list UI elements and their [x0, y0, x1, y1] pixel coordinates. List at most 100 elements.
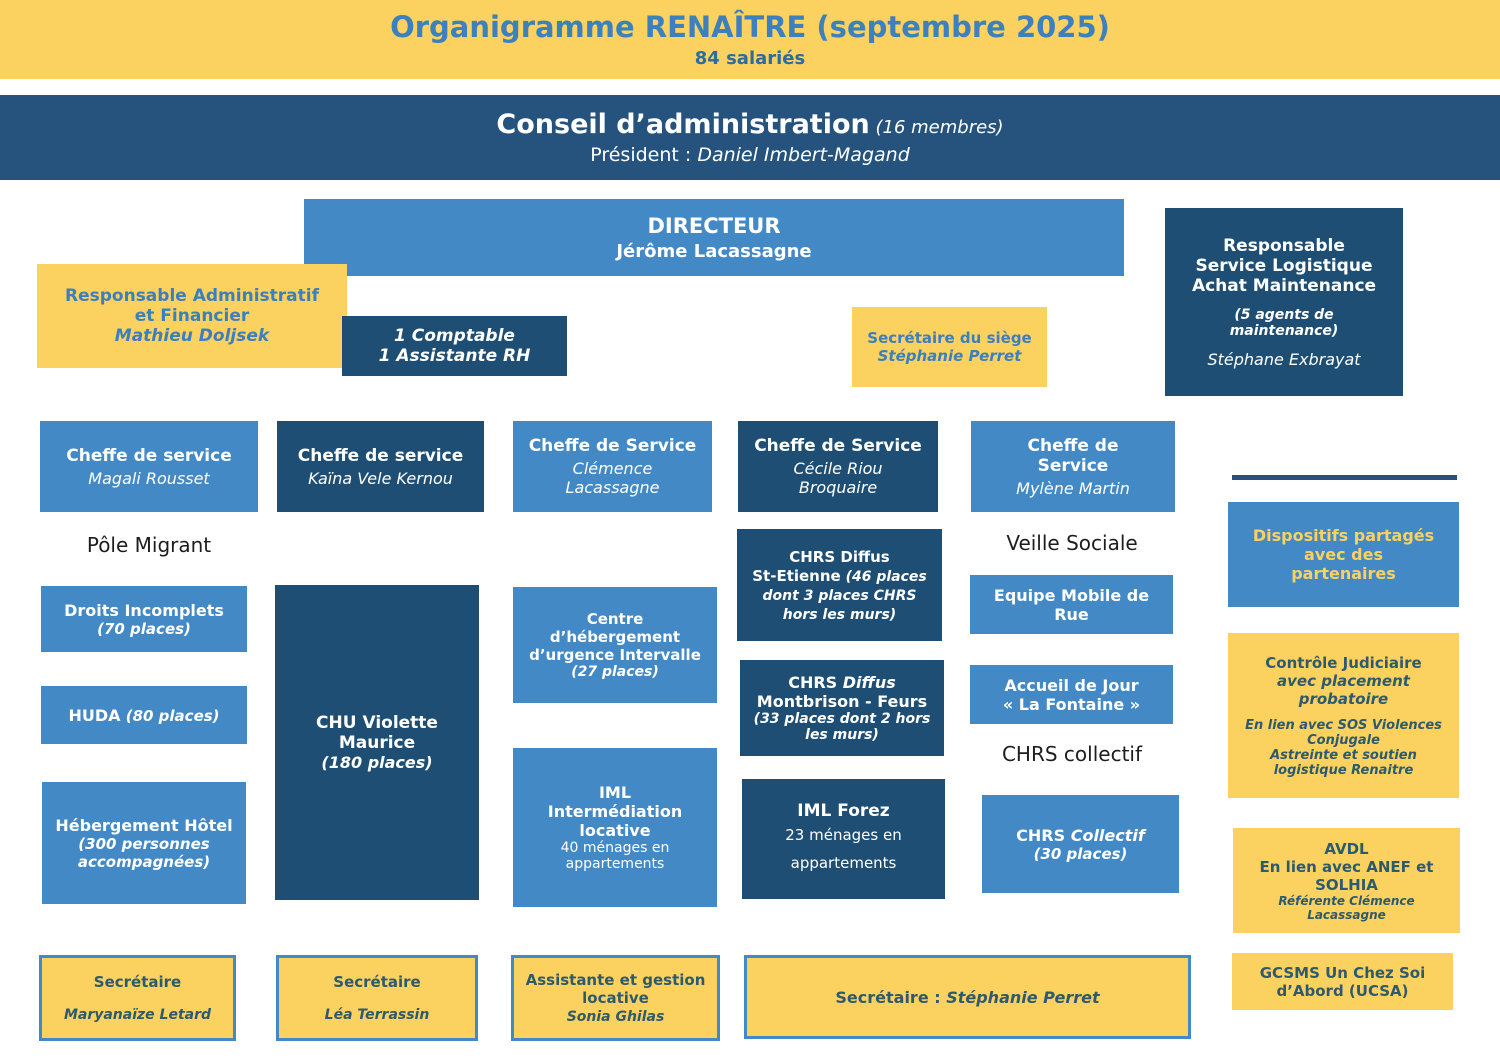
equipe-mobile-text: Equipe Mobile de Rue — [993, 585, 1150, 624]
assistant-role: Assistante et gestion locative — [525, 971, 706, 1007]
box-chrs-collectif: CHRS Collectif (30 places) — [982, 795, 1179, 893]
secretary-name: Léa Terrassin — [324, 1007, 430, 1023]
gcsms-title: GCSMS Un Chez Soi d’Abord (UCSA) — [1259, 963, 1426, 1000]
box-secretary-2: Secrétaire Léa Terrassin — [276, 955, 478, 1041]
admin-finance-name: Mathieu Doljsek — [114, 326, 270, 346]
box-hebergement-hotel: Hébergement Hôtel (300 personnes accompa… — [42, 782, 246, 904]
secretary-wide-label: Secrétaire : — [835, 987, 947, 1007]
box-secretary-wide: Secrétaire : Stéphanie Perret — [744, 955, 1191, 1039]
iml-intermediation-title: IML Intermédiation locative — [547, 783, 683, 840]
box-chrs-st-etienne: CHRS Diffus St-Etienne (46 places dont 3… — [737, 529, 942, 641]
logistics-name: Stéphane Exbrayat — [1207, 349, 1361, 369]
droits-detail: (70 places) — [97, 619, 191, 638]
chief-name: Clémence Lacassagne — [565, 459, 660, 497]
chief-role: Cheffe de service — [297, 445, 464, 466]
chief-role: Cheffe de Service — [528, 436, 697, 456]
hotel-title: Hébergement Hôtel — [55, 815, 233, 835]
page-title: Organigramme RENAÎTRE (septembre 2025) — [390, 10, 1110, 44]
box-secretary-1: Secrétaire Maryanaïze Letard — [39, 955, 236, 1041]
secretary-role: Secrétaire — [93, 973, 182, 991]
avdl-referent: Référente Clémence Lacassagne — [1278, 893, 1415, 922]
chu-title: CHU Violette Maurice — [316, 713, 438, 753]
chief-role: Cheffe de service — [66, 445, 232, 466]
box-huda: HUDA (80 places) — [41, 686, 247, 744]
box-droits-incomplets: Droits Incomplets (70 places) — [41, 586, 247, 652]
secretary-wide-name: Stéphanie Perret — [946, 987, 1100, 1007]
header-band: Organigramme RENAÎTRE (septembre 2025) 8… — [0, 0, 1500, 79]
chrs-collectif-detail: (30 places) — [1033, 844, 1128, 863]
chief-name: Mylène Martin — [1016, 478, 1130, 498]
chief-name: Kaïna Vele Kernou — [308, 468, 453, 488]
iml-forez-title: IML Forez — [797, 800, 890, 821]
logistics-team: (5 agents de maintenance) — [1229, 306, 1339, 339]
chu-detail: (180 places) — [321, 753, 433, 772]
chrs-montbrison-prefix: CHRS — [788, 673, 843, 692]
box-iml-intermediation: IML Intermédiation locative 40 ménages e… — [513, 748, 717, 907]
chrs-montbrison-title: Montbrison - Feurs — [756, 692, 928, 711]
box-chief-chrs: Cheffe de Service Cécile Riou Broquaire — [738, 421, 938, 512]
box-hr-accounting: 1 Comptable 1 Assistante RH — [342, 316, 567, 376]
director-name: Jérôme Lacassagne — [616, 240, 812, 262]
chrs-montbrison-diffus: Diffus — [842, 673, 896, 692]
board-title-line: Conseil d’administration (16 membres) — [496, 109, 1003, 140]
chief-name: Cécile Riou Broquaire — [793, 459, 883, 497]
huda-line: HUDA (80 places) — [68, 706, 219, 725]
director-role: DIRECTEUR — [647, 213, 781, 238]
box-accueil-de-jour: Accueil de Jour « La Fontaine » — [970, 665, 1173, 724]
chrs-st-etienne-detail: (46 places dont 3 places CHRS hors les m… — [762, 569, 927, 623]
box-chief-chu: Cheffe de service Kaïna Vele Kernou — [277, 421, 484, 512]
logistics-role: Responsable Service Logistique Achat Mai… — [1191, 235, 1377, 296]
chrs-st-etienne-title: CHRS Diffus St-Etienne — [752, 548, 890, 585]
board-band: Conseil d’administration (16 membres) Pr… — [0, 95, 1500, 180]
controle-subtitle: avec placement probatoire — [1277, 671, 1410, 708]
dispositifs-partages-text: Dispositifs partagés avec des partenaire… — [1252, 526, 1435, 583]
iml-intermediation-detail: 40 ménages en appartements — [560, 840, 670, 872]
chief-role: Cheffe de Service — [1027, 435, 1119, 476]
box-chief-urgence: Cheffe de Service Clémence Lacassagne — [513, 421, 712, 512]
assistant-name: Sonia Ghilas — [566, 1009, 665, 1025]
chrs-collectif-italic: Collectif — [1070, 825, 1145, 845]
box-iml-forez: IML Forez 23 ménages en appartements — [742, 779, 945, 899]
president-label: Président : — [590, 144, 698, 166]
controle-title: Contrôle Judiciaire — [1265, 653, 1422, 672]
intervalle-detail: (27 places) — [571, 664, 659, 680]
droits-title: Droits Incomplets — [64, 600, 224, 620]
box-avdl: AVDL En lien avec ANEF et SOLHIA Référen… — [1233, 828, 1460, 933]
box-equipe-mobile-de-rue: Equipe Mobile de Rue — [970, 575, 1173, 634]
chrs-montbrison-line1: CHRS Diffus — [788, 673, 896, 692]
avdl-title: AVDL En lien avec ANEF et SOLHIA — [1259, 839, 1434, 894]
board-members: (16 membres) — [869, 117, 1004, 138]
secretary-name: Maryanaïze Letard — [63, 1007, 212, 1023]
chrs-collectif-prefix: CHRS — [1016, 825, 1071, 845]
label-veille-sociale: Veille Sociale — [1006, 531, 1138, 555]
hotel-detail: (300 personnes accompagnées) — [77, 834, 211, 871]
president-name: Daniel Imbert-Magand — [697, 144, 910, 166]
board-title: Conseil d’administration — [496, 109, 870, 140]
huda-title: HUDA — [68, 705, 121, 725]
secretary-wide-line: Secrétaire : Stéphanie Perret — [835, 988, 1099, 1007]
head-office-secretary-name: Stéphanie Perret — [877, 347, 1022, 365]
admin-finance-role: Responsable Administratif et Financier — [65, 286, 319, 326]
box-chu-violette-maurice: CHU Violette Maurice (180 places) — [275, 585, 479, 900]
accueil-de-jour-text: Accueil de Jour « La Fontaine » — [1002, 675, 1141, 714]
box-assistante-gestion-locative: Assistante et gestion locative Sonia Ghi… — [511, 955, 720, 1041]
box-chief-veille-sociale: Cheffe de Service Mylène Martin — [971, 421, 1175, 512]
huda-detail: (80 places) — [120, 706, 220, 725]
board-president-line: Président : Daniel Imbert-Magand — [590, 144, 910, 166]
iml-forez-detail: 23 ménages en appartements — [785, 825, 902, 873]
box-intervalle: Centre d’hébergement d’urgence Intervall… — [513, 587, 717, 703]
secretary-role: Secrétaire — [333, 973, 421, 991]
box-chief-pole-migrant: Cheffe de service Magali Rousset — [40, 421, 258, 512]
head-office-secretary-role: Secrétaire du siège — [867, 329, 1032, 347]
controle-body: En lien avec SOS Violences Conjugale Ast… — [1245, 717, 1442, 778]
box-chrs-montbrison: CHRS Diffus Montbrison - Feurs (33 place… — [740, 660, 944, 756]
box-head-office-secretary: Secrétaire du siège Stéphanie Perret — [852, 307, 1047, 387]
staff-count: 84 salariés — [694, 48, 806, 69]
box-logistics: Responsable Service Logistique Achat Mai… — [1165, 208, 1403, 396]
label-chrs-collectif: CHRS collectif — [1001, 742, 1143, 766]
partners-divider-line — [1232, 475, 1457, 480]
chrs-montbrison-detail: (33 places dont 2 hors les murs) — [753, 711, 931, 743]
